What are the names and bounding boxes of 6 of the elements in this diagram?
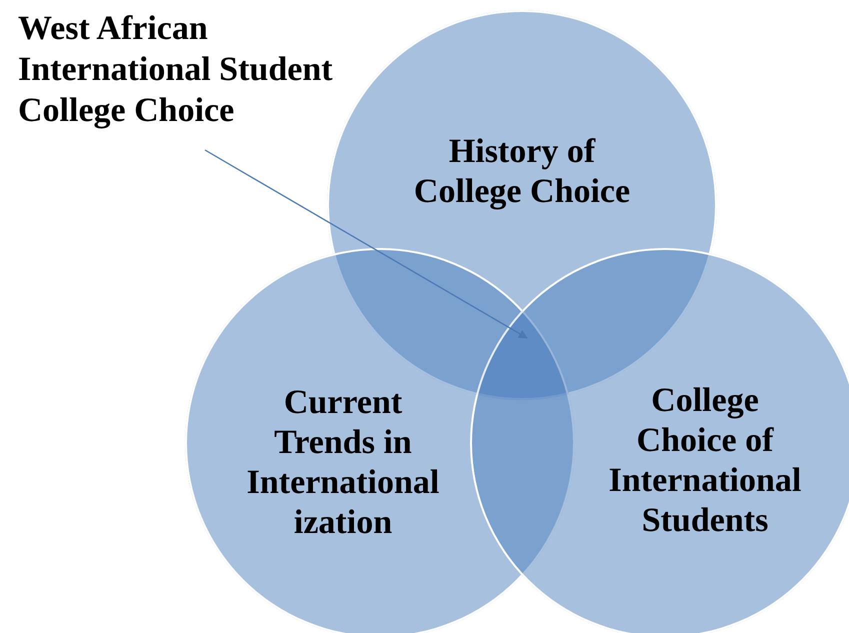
circle-label: College Choice of International Students [608,381,802,541]
circle-label: History of College Choice [412,132,632,212]
leader-line [204,149,528,339]
leader-label: West African International Student College Choice [18,8,398,131]
circle-label: Current Trends in International ization [246,383,440,543]
overlap-region [476,310,569,400]
